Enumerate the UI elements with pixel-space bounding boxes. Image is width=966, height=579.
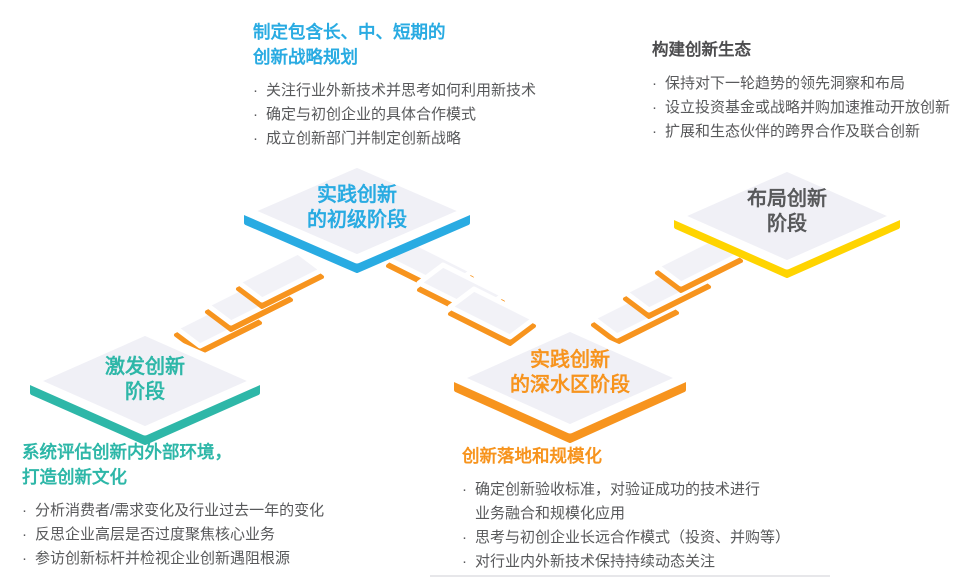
title-line: 构建创新生态 — [652, 41, 751, 59]
stage-label: 布局创新 — [747, 186, 827, 210]
block-build-ecosystem: 构建创新生态 · 保持对下一轮趋势的领先洞察和布局 · 设立投资基金或战略并购加… — [652, 38, 962, 144]
bullet-item: · 反思企业高层是否过度聚焦核心业务 — [22, 523, 352, 547]
title-line: 制定包含长、中、短期的 — [253, 22, 446, 42]
stage-platform-practice-deep: 实践创新 的深水区阶段 — [451, 322, 689, 443]
bullet-text: 保持对下一轮趋势的领先洞察和布局 — [665, 75, 906, 92]
title-line: 打造创新文化 — [22, 467, 127, 487]
stage-label: 实践创新 — [317, 182, 397, 206]
bullet-dot: · — [253, 106, 258, 123]
block-evaluate-environment: 系统评估创新内外部环境， 打造创新文化 · 分析消费者/需求变化及行业过去一年的… — [22, 440, 352, 571]
stage-label: 阶段 — [767, 211, 807, 235]
bullet-dot: · — [22, 550, 27, 567]
bullet-text: 扩展和生态伙伴的跨界合作及联合创新 — [665, 123, 921, 140]
stepping-stones-group-1 — [173, 249, 325, 355]
block-strategy-planning: 制定包含长、中、短期的 创新战略规划 · 关注行业外新技术并思考如何利用新技术 … — [253, 20, 583, 151]
bullet-dot: · — [253, 130, 258, 147]
stage-platform-layout: 布局创新 阶段 — [671, 162, 903, 278]
bullet-item: · 保持对下一轮趋势的领先洞察和布局 — [652, 72, 962, 96]
bullet-item: · 对行业内外新技术保持持续动态关注 — [462, 550, 812, 574]
bullet-item: · 关注行业外新技术并思考如何利用新技术 — [253, 79, 583, 103]
bullet-text: 关注行业外新技术并思考如何利用新技术 — [266, 82, 537, 99]
stage-label: 的初级阶段 — [307, 207, 407, 231]
bullet-item: · 成立创新部门并制定创新战略 — [253, 127, 583, 151]
stepping-stone — [235, 249, 325, 309]
bullet-text: 确定创新验收标准，对验证成功的技术进行 业务融合和规模化应用 — [475, 481, 761, 522]
bullet-dot: · — [462, 553, 467, 570]
bullet-item: · 确定创新验收标准，对验证成功的技术进行 业务融合和规模化应用 — [462, 478, 812, 526]
stage-label: 激发创新 — [105, 354, 185, 378]
block-title: 创新落地和规模化 — [462, 444, 812, 469]
title-line: 系统评估创新内外部环境， — [22, 442, 232, 462]
stage-label: 阶段 — [125, 379, 165, 403]
bullet-item: · 分析消费者/需求变化及行业过去一年的变化 — [22, 499, 352, 523]
stage-platform-inspire: 激发创新 阶段 — [27, 326, 263, 445]
stepping-stone — [447, 286, 537, 346]
bullet-list: · 关注行业外新技术并思考如何利用新技术 · 确定与初创企业的具体合作模式 · … — [253, 79, 583, 151]
bullet-list: · 保持对下一轮趋势的领先洞察和布局 · 设立投资基金或战略并购加速推动开放创新… — [652, 72, 962, 144]
stage-label: 实践创新 — [530, 347, 610, 371]
block-title: 系统评估创新内外部环境， 打造创新文化 — [22, 440, 352, 490]
bullet-text: 对行业内外新技术保持持续动态关注 — [475, 553, 716, 570]
bullet-dot: · — [652, 123, 657, 140]
block-landing-scale: 创新落地和规模化 · 确定创新验收标准，对验证成功的技术进行 业务融合和规模化应… — [462, 444, 812, 574]
stepping-stones-group-2 — [385, 238, 537, 346]
bullet-dot: · — [652, 99, 657, 116]
bullet-item: · 参访创新标杆并检视企业创新遇阻根源 — [22, 547, 352, 571]
bullet-text: 思考与初创企业长远合作模式（投资、并购等） — [475, 529, 791, 546]
title-line: 创新落地和规模化 — [462, 446, 602, 466]
bullet-list: · 确定创新验收标准，对验证成功的技术进行 业务融合和规模化应用 · 思考与初创… — [462, 478, 812, 574]
block-title: 构建创新生态 — [652, 38, 962, 63]
bullet-dot: · — [462, 481, 467, 498]
bullet-text: 分析消费者/需求变化及行业过去一年的变化 — [35, 502, 325, 519]
bullet-item: · 设立投资基金或战略并购加速推动开放创新 — [652, 96, 962, 120]
bullet-list: · 分析消费者/需求变化及行业过去一年的变化 · 反思企业高层是否过度聚焦核心业… — [22, 499, 352, 571]
stage-label: 的深水区阶段 — [510, 372, 630, 396]
bullet-text: 反思企业高层是否过度聚焦核心业务 — [35, 526, 276, 543]
stepping-stones-group-3 — [590, 233, 744, 345]
bullet-item: · 确定与初创企业的具体合作模式 — [253, 103, 583, 127]
bullet-text: 参访创新标杆并检视企业创新遇阻根源 — [35, 550, 291, 567]
bullet-dot: · — [253, 82, 258, 99]
bullet-item: · 思考与初创企业长远合作模式（投资、并购等） — [462, 526, 812, 550]
title-line: 创新战略规划 — [253, 47, 358, 67]
bullet-dot: · — [22, 526, 27, 543]
page-edge-line — [430, 575, 830, 577]
bullet-dot: · — [652, 75, 657, 92]
stage-platform-practice-early: 实践创新 的初级阶段 — [241, 158, 473, 273]
bullet-dot: · — [462, 529, 467, 546]
bullet-item: · 扩展和生态伙伴的跨界合作及联合创新 — [652, 120, 962, 144]
bullet-text: 成立创新部门并制定创新战略 — [266, 130, 462, 147]
bullet-text: 设立投资基金或战略并购加速推动开放创新 — [665, 99, 951, 116]
bullet-dot: · — [22, 502, 27, 519]
bullet-text: 确定与初创企业的具体合作模式 — [266, 106, 477, 123]
block-title: 制定包含长、中、短期的 创新战略规划 — [253, 20, 583, 70]
